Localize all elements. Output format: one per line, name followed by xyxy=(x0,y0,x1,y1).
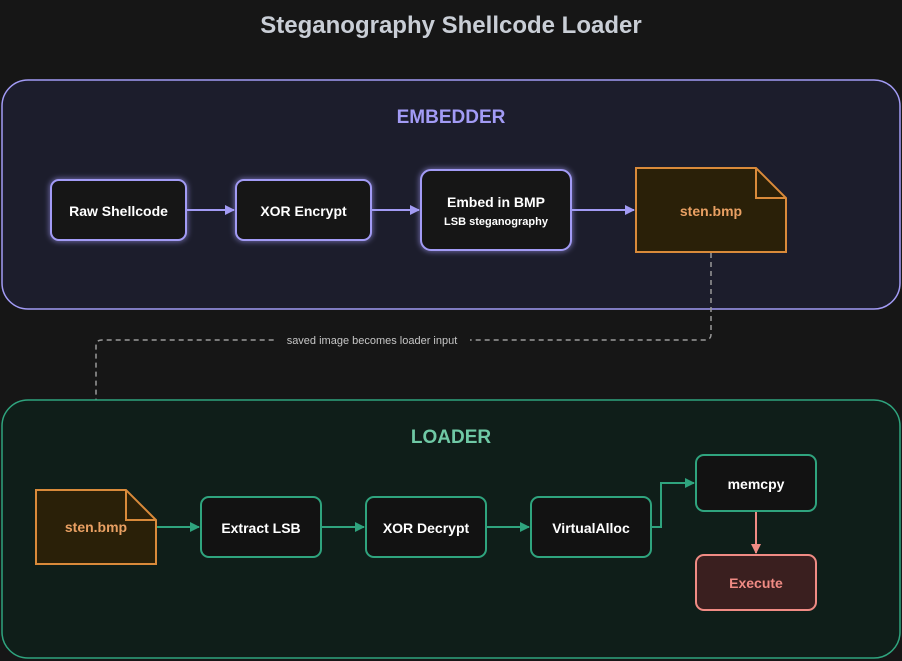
node-extract-lsb[interactable]: Extract LSB xyxy=(200,496,322,558)
node-embed-bmp[interactable]: Embed in BMP LSB steganography xyxy=(420,169,572,251)
node-xor-encrypt[interactable]: XOR Encrypt xyxy=(235,179,372,241)
file-sten-bmp-label: sten.bmp xyxy=(65,519,127,535)
node-xor-decrypt[interactable]: XOR Decrypt xyxy=(365,496,487,558)
page-title: Steganography Shellcode Loader xyxy=(260,12,641,39)
arrow-virtualalloc-to-memcpy xyxy=(652,478,695,528)
node-execute-label: Execute xyxy=(729,575,783,591)
node-virtualalloc-label: VirtualAlloc xyxy=(552,520,630,536)
node-embed-bmp-sublabel: LSB steganography xyxy=(444,216,549,228)
node-virtualalloc[interactable]: VirtualAlloc xyxy=(530,496,652,558)
node-xor-encrypt-label: XOR Encrypt xyxy=(260,203,347,219)
connector-label: saved image becomes loader input xyxy=(287,335,458,347)
node-xor-decrypt-label: XOR Decrypt xyxy=(383,520,470,536)
file-sten-bmp-embedder[interactable]: sten.bmp xyxy=(635,167,787,253)
node-execute[interactable]: Execute xyxy=(695,554,817,611)
node-raw-shellcode[interactable]: Raw Shellcode xyxy=(50,179,187,241)
file-sten-bmp-loader[interactable]: sten.bmp xyxy=(35,489,157,565)
node-embed-bmp-label: Embed in BMP xyxy=(447,194,545,210)
node-extract-lsb-label: Extract LSB xyxy=(221,520,300,536)
loader-label: LOADER xyxy=(411,427,492,448)
file-icon xyxy=(635,167,787,253)
node-raw-shellcode-label: Raw Shellcode xyxy=(69,203,168,219)
node-memcpy-label: memcpy xyxy=(728,476,785,492)
node-memcpy[interactable]: memcpy xyxy=(695,454,817,512)
embedder-label: EMBEDDER xyxy=(397,107,506,128)
file-sten-bmp-label: sten.bmp xyxy=(680,203,742,219)
